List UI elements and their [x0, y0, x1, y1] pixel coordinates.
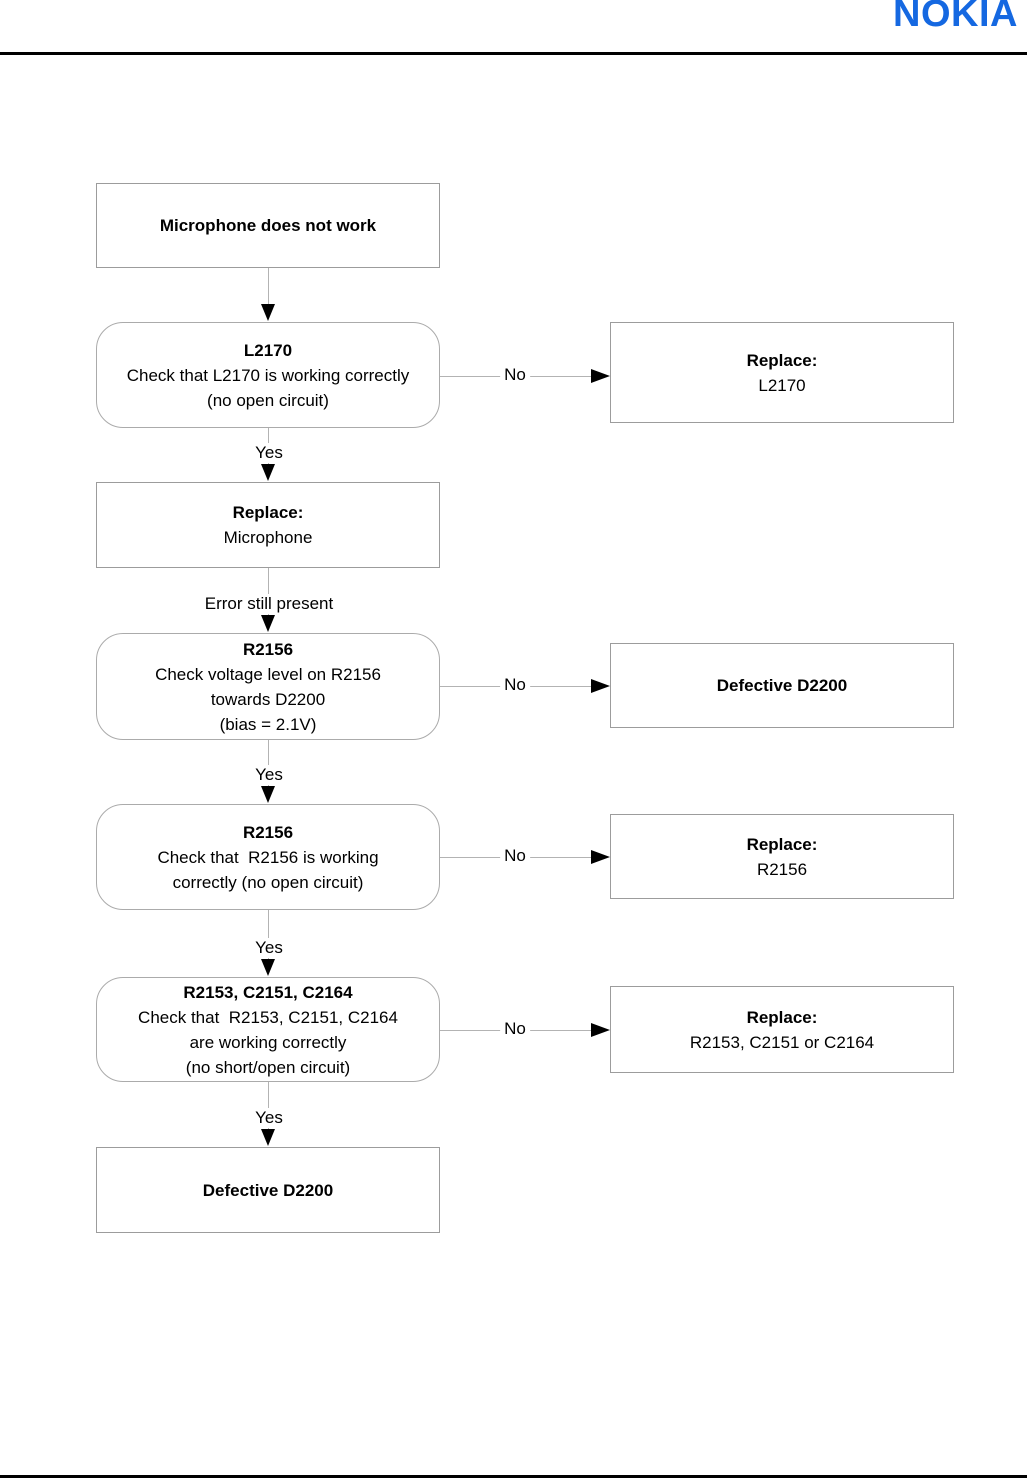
flow-node-text: are working correctly — [189, 1032, 347, 1052]
connector-label: Yes — [251, 1108, 287, 1128]
header-rule — [0, 52, 1027, 55]
arrow-right-icon — [591, 1023, 610, 1037]
arrow-right-icon — [591, 369, 610, 383]
flow-node-text: Check voltage level on R2156 — [155, 664, 381, 684]
flow-node-replace-l2170: Replace: L2170 — [610, 322, 954, 423]
flow-node-text: L2170 — [758, 375, 806, 395]
connector-line — [268, 1082, 269, 1131]
connector-label: No — [500, 675, 530, 695]
flow-node-text: Check that L2170 is working correctly — [126, 365, 410, 385]
flow-node-replace-microphone: Replace: Microphone — [96, 482, 440, 568]
connector-label: Yes — [251, 765, 287, 785]
flow-node-text: Replace: — [746, 1007, 818, 1027]
flow-node-defective-d2200: Defective D2200 — [610, 643, 954, 728]
connector-line — [268, 910, 269, 961]
arrow-right-icon — [591, 679, 610, 693]
flow-node-text: Replace: — [232, 503, 304, 522]
arrow-down-icon — [261, 1129, 275, 1146]
flow-node-replace-r2153-c2151-c2164: Replace: R2153, C2151 or C2164 — [610, 986, 954, 1073]
flow-node-text: Defective D2200 — [202, 1180, 334, 1200]
flow-node-text: R2156 — [242, 822, 294, 842]
arrow-down-icon — [261, 786, 275, 803]
flow-node-text: Check that R2153, C2151, C2164 — [138, 1007, 398, 1027]
flow-node-text: R2156 — [756, 859, 808, 879]
flow-node-text: Check that R2156 is working — [157, 847, 379, 867]
flow-node-text: correctly (no open circuit) — [172, 872, 364, 892]
connector-label: No — [500, 1019, 530, 1039]
flow-node-text: L2170 — [243, 340, 293, 360]
flow-node-text: R2153, C2151, C2164 — [183, 982, 353, 1002]
flow-node-text: Defective D2200 — [716, 676, 848, 695]
flow-node-defective-d2200-final: Defective D2200 — [96, 1147, 440, 1233]
arrow-down-icon — [261, 615, 275, 632]
connector-label: Error still present — [200, 594, 338, 614]
arrow-right-icon — [591, 850, 610, 864]
connector-line — [268, 268, 269, 306]
flow-node-text: towards D2200 — [210, 689, 326, 709]
flow-node-text: (no short/open circuit) — [185, 1057, 351, 1077]
flow-node-text: Microphone does not work — [159, 216, 377, 235]
flow-node-start: Microphone does not work — [96, 183, 440, 268]
connector-label: No — [500, 846, 530, 866]
flow-node-text: (bias = 2.1V) — [219, 714, 317, 734]
connector-label: Yes — [251, 443, 287, 463]
flow-node-text: Microphone — [223, 528, 313, 547]
arrow-down-icon — [261, 304, 275, 321]
flow-node-text: Replace: — [746, 350, 818, 370]
flow-node-text: R2156 — [242, 639, 294, 659]
flow-node-text: Replace: — [746, 834, 818, 854]
footer-rule — [0, 1475, 1027, 1478]
flow-node-text: (no open circuit) — [207, 390, 329, 410]
flow-node-text: R2153, C2151 or C2164 — [689, 1032, 875, 1052]
flow-node-replace-r2156: Replace: R2156 — [610, 814, 954, 899]
connector-line — [268, 740, 269, 788]
arrow-down-icon — [261, 959, 275, 976]
connector-line — [268, 568, 269, 617]
nokia-logo: NOKIA — [893, 0, 1018, 35]
connector-label: No — [500, 365, 530, 385]
arrow-down-icon — [261, 464, 275, 481]
connector-label: Yes — [251, 938, 287, 958]
